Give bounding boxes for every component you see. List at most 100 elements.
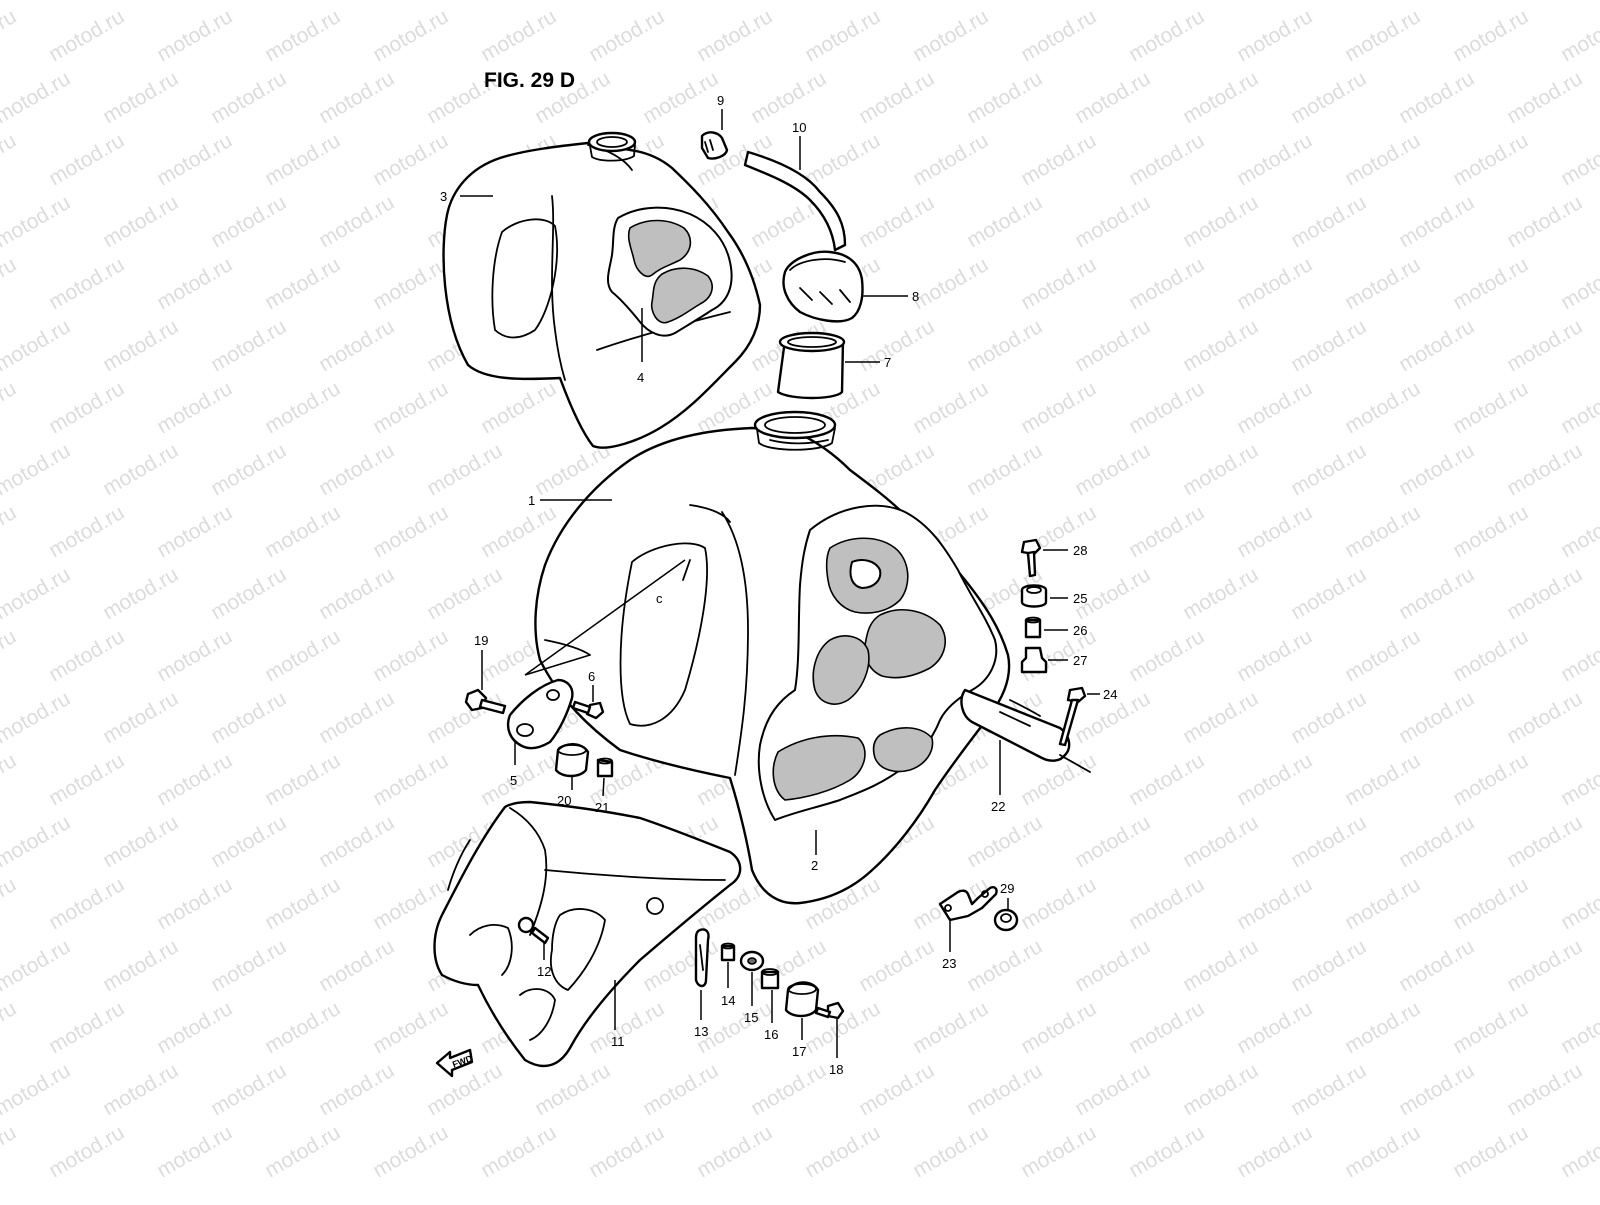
watermark-text: motod.ru — [207, 439, 290, 500]
watermark-text: motod.ru — [315, 811, 398, 872]
watermark-text: motod.ru — [963, 315, 1046, 376]
watermark-text: motod.ru — [1017, 873, 1100, 934]
watermark-text: motod.ru — [0, 563, 74, 624]
watermark-text: motod.ru — [153, 377, 236, 438]
watermark-text: motod.ru — [1557, 5, 1600, 66]
watermark-text: motod.ru — [369, 5, 452, 66]
watermark-text: motod.ru — [477, 5, 560, 66]
watermark-text: motod.ru — [1125, 377, 1208, 438]
part-label-11: 11 — [611, 1034, 625, 1049]
watermark-text: motod.ru — [639, 67, 722, 128]
watermark-text: motod.ru — [1503, 811, 1586, 872]
watermark-text: motod.ru — [0, 935, 74, 996]
watermark-text: motod.ru — [369, 253, 452, 314]
watermark-text: motod.ru — [1341, 1121, 1424, 1182]
watermark-text: motod.ru — [261, 377, 344, 438]
watermark-text: motod.ru — [1557, 749, 1600, 810]
watermark-text: motod.ru — [1125, 253, 1208, 314]
watermark-text: motod.ru — [261, 129, 344, 190]
bolt-24 — [1058, 686, 1087, 747]
filler-ring — [776, 331, 846, 400]
watermark-text: motod.ru — [1179, 191, 1262, 252]
fuel-tank-main — [534, 410, 1091, 905]
watermark-text: motod.ru — [1179, 935, 1262, 996]
part-label-14: 14 — [721, 993, 735, 1008]
watermark-text: motod.ru — [1179, 0, 1262, 4]
watermark-text: motod.ru — [1449, 5, 1532, 66]
watermark-text: motod.ru — [1449, 1121, 1532, 1182]
watermark-text: motod.ru — [531, 1059, 614, 1120]
watermark-text: motod.ru — [315, 687, 398, 748]
watermark-text: motod.ru — [153, 997, 236, 1058]
watermark-text: motod.ru — [0, 687, 74, 748]
watermark-text: motod.ru — [1233, 501, 1316, 562]
watermark-text: motod.ru — [1125, 129, 1208, 190]
watermark-text: motod.ru — [1071, 935, 1154, 996]
watermark-text: motod.ru — [1233, 625, 1316, 686]
watermark-text: motod.ru — [261, 253, 344, 314]
watermark-text: motod.ru — [0, 191, 74, 252]
bolt-19 — [464, 688, 507, 715]
watermark-text: motod.ru — [1179, 687, 1262, 748]
part-label-18: 18 — [829, 1062, 843, 1077]
watermark-text: motod.ru — [855, 315, 938, 376]
watermark-text: motod.ru — [1017, 377, 1100, 438]
watermark-text: motod.ru — [45, 997, 128, 1058]
watermark-text: motod.ru — [1395, 0, 1478, 4]
part-label-6: 6 — [588, 669, 595, 684]
part-label-28: 28 — [1073, 543, 1087, 558]
watermark-text: motod.ru — [1449, 501, 1532, 562]
watermark-text: motod.ru — [45, 1121, 128, 1182]
screw-12 — [517, 916, 550, 945]
watermark-text: motod.ru — [963, 191, 1046, 252]
watermark-text: motod.ru — [1233, 5, 1316, 66]
watermark-text: motod.ru — [0, 315, 74, 376]
watermark-text: motod.ru — [963, 67, 1046, 128]
watermark-text: motod.ru — [207, 811, 290, 872]
watermark-text: motod.ru — [1449, 129, 1532, 190]
watermark-text: motod.ru — [1233, 1121, 1316, 1182]
watermark-text: motod.ru — [1179, 1059, 1262, 1120]
watermark-text: motod.ru — [477, 501, 560, 562]
watermark-text: motod.ru — [0, 439, 74, 500]
watermark-text: motod.ru — [369, 501, 452, 562]
watermark-text: motod.ru — [909, 129, 992, 190]
watermark-text: motod.ru — [45, 873, 128, 934]
watermark-text: motod.ru — [963, 935, 1046, 996]
part-label-22: 22 — [991, 799, 1005, 814]
watermark-text: motod.ru — [45, 749, 128, 810]
watermark-text: motod.ru — [1017, 5, 1100, 66]
watermark-text: motod.ru — [477, 377, 560, 438]
watermark-text: motod.ru — [261, 997, 344, 1058]
watermark-text: motod.ru — [1287, 563, 1370, 624]
bracket-23 — [938, 886, 998, 922]
watermark-text: motod.ru — [45, 5, 128, 66]
fuel-tank-upper — [442, 131, 762, 449]
watermark-text: motod.ru — [477, 749, 560, 810]
watermark-text: motod.ru — [1503, 67, 1586, 128]
watermark-text: motod.ru — [0, 0, 74, 4]
watermark-text: motod.ru — [963, 0, 1046, 4]
watermark-text: motod.ru — [315, 935, 398, 996]
reference-lines: c — [524, 559, 686, 676]
watermark-text: motod.ru — [1179, 439, 1262, 500]
watermark-text: motod.ru — [1341, 501, 1424, 562]
bolt-6 — [571, 700, 605, 720]
watermark-text: motod.ru — [1395, 1059, 1478, 1120]
cushion-25 — [1020, 584, 1048, 608]
watermark-text: motod.ru — [0, 625, 20, 686]
part-label-26: 26 — [1073, 623, 1087, 638]
part-label-2: 2 — [811, 858, 818, 873]
watermark-text: motod.ru — [1341, 253, 1424, 314]
watermark-text: motod.ru — [0, 1059, 74, 1120]
watermark-text: motod.ru — [1287, 439, 1370, 500]
watermark-text: motod.ru — [909, 5, 992, 66]
watermark-text: motod.ru — [1071, 191, 1154, 252]
watermark-text: motod.ru — [1287, 811, 1370, 872]
watermark-text: motod.ru — [1341, 129, 1424, 190]
bolt-28 — [1020, 538, 1042, 578]
watermark-text: motod.ru — [45, 129, 128, 190]
watermark-text: motod.ru — [0, 129, 20, 190]
watermark-text: motod.ru — [207, 315, 290, 376]
watermark-text: motod.ru — [1557, 501, 1600, 562]
